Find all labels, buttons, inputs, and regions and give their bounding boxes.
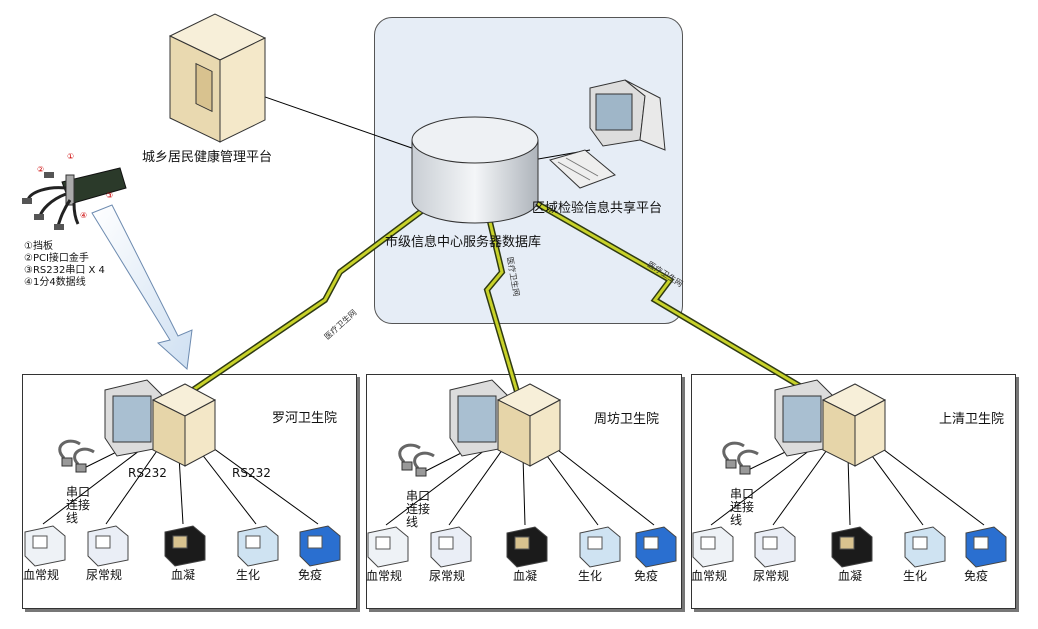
- card-notes: ①挡板 ②PCI接口金手 ③RS232串口 X 4 ④1分4数据线: [24, 241, 105, 289]
- card-note: ③RS232串口 X 4: [24, 265, 105, 276]
- label-db-server: 市级信息中心服务器数据库: [385, 235, 542, 250]
- card-note: ①挡板: [24, 241, 53, 252]
- serial-cable-icon: [58, 439, 95, 473]
- card-marker-2: ②: [37, 165, 45, 174]
- device-label: 生化: [236, 568, 261, 582]
- lab-instrument-icon: [237, 525, 279, 567]
- workstation-icon: [549, 79, 666, 189]
- card-marker-1: ①: [67, 152, 75, 161]
- device-label: 免疫: [964, 569, 989, 583]
- label-lab-share: 区域检验信息共享平台: [532, 201, 663, 216]
- device-label: 血凝: [513, 569, 538, 583]
- lightning-link-left: [188, 172, 472, 395]
- device-label: 尿常规: [429, 569, 466, 583]
- device-label: 尿常规: [86, 568, 123, 582]
- card-note: ②PCI接口金手: [24, 253, 89, 264]
- hospital-name: 周坊卫生院: [594, 412, 660, 427]
- database-cylinder-icon: [411, 116, 539, 224]
- lab-instrument-icon: [164, 525, 206, 567]
- device-label: 血常规: [23, 568, 60, 582]
- hospital-name: 罗河卫生院: [272, 411, 338, 426]
- lab-instrument-icon: [692, 526, 734, 568]
- cable-label: 串口 连接 线: [66, 485, 91, 525]
- card-note: ④1分4数据线: [24, 277, 86, 288]
- card-marker-4: ④: [80, 211, 88, 220]
- lab-instrument-icon: [904, 526, 946, 568]
- lab-instrument-icon: [24, 525, 66, 567]
- device-label: 免疫: [298, 568, 323, 582]
- lab-instrument-icon: [579, 526, 621, 568]
- cable-label: 串口 连接 线: [406, 489, 431, 529]
- lab-instrument-icon: [635, 526, 677, 568]
- device-label: 尿常规: [753, 569, 790, 583]
- lab-instrument-icon: [506, 526, 548, 568]
- card-marker-3: ③: [106, 191, 114, 200]
- lab-instrument-icon: [754, 526, 796, 568]
- hospital-workstation-icon: [104, 379, 217, 467]
- serial-cable-icon: [398, 443, 435, 477]
- cable-label: 串口 连接 线: [730, 487, 755, 527]
- lab-instrument-icon: [87, 525, 129, 567]
- hospital-name: 上清卫生院: [939, 412, 1005, 427]
- serial-cable-icon: [722, 441, 759, 475]
- lightning-link-right: [480, 169, 817, 398]
- device-label: 生化: [903, 569, 928, 583]
- device-label: 血常规: [691, 569, 728, 583]
- rs232-label: RS232: [128, 466, 167, 480]
- label-health-mgmt: 城乡居民健康管理平台: [142, 150, 273, 165]
- device-label: 血常规: [366, 569, 403, 583]
- device-label: 血凝: [171, 568, 196, 582]
- server-tower-icon: [168, 13, 267, 143]
- lab-instrument-icon: [965, 526, 1007, 568]
- device-label: 血凝: [838, 569, 863, 583]
- arrow-card-to-hospital: [91, 204, 193, 371]
- device-label: 生化: [578, 569, 603, 583]
- lab-instrument-icon: [367, 526, 409, 568]
- lab-instrument-icon: [299, 525, 341, 567]
- rs232-label: RS232: [232, 466, 271, 480]
- pci-serial-card-icon: [22, 167, 127, 230]
- device-label: 免疫: [634, 569, 659, 583]
- lab-instrument-icon: [831, 526, 873, 568]
- lab-instrument-icon: [430, 526, 472, 568]
- hospital-workstation-icon: [774, 379, 887, 467]
- hospital-workstation-icon: [449, 379, 562, 467]
